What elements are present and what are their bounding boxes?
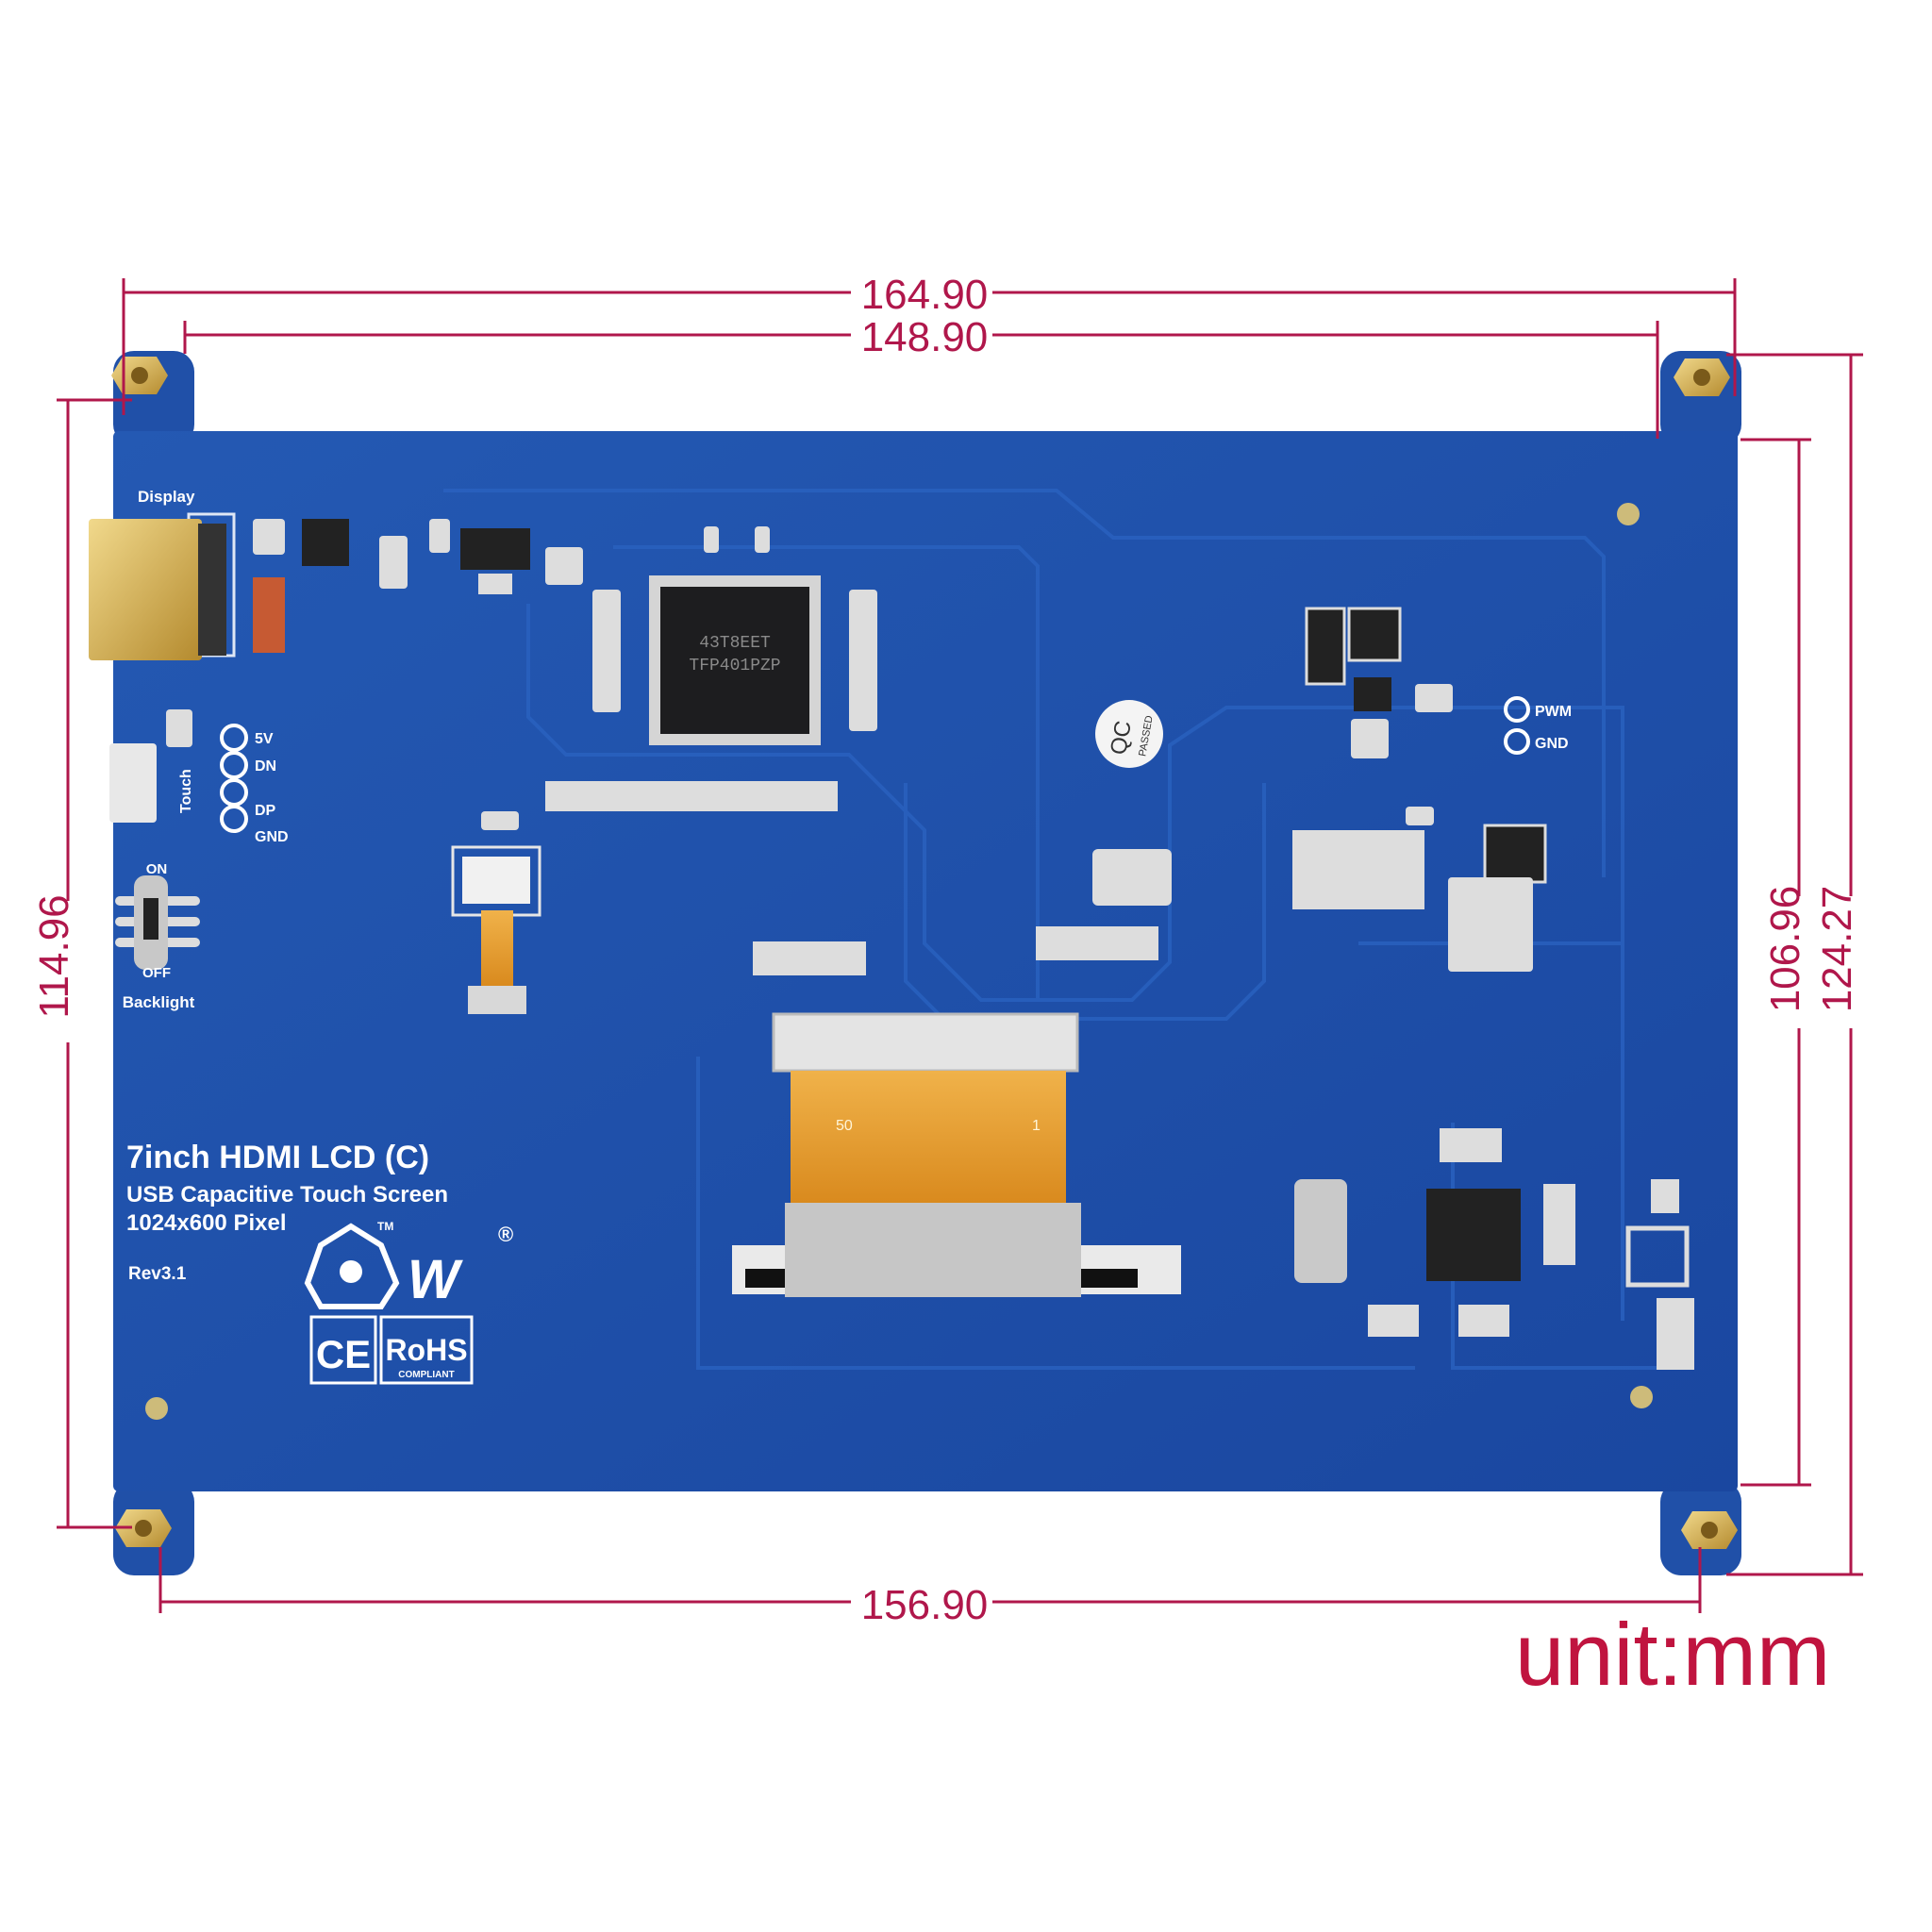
qc-text: QC (1106, 719, 1137, 757)
revision-label: Rev3.1 (128, 1264, 187, 1284)
standoffs (111, 357, 1738, 1549)
mounting-hole (1617, 503, 1640, 525)
unit-label: unit:mm (1515, 1605, 1830, 1704)
standoff-bottom-right (1681, 1511, 1738, 1549)
pin-label-gnd: GND (255, 829, 289, 845)
touch-fpc-connector (451, 845, 541, 1014)
registered-symbol: ® (498, 1223, 513, 1246)
pin-label-dp: DP (255, 803, 276, 819)
switch-off-label: OFF (142, 965, 171, 981)
smd-components (166, 519, 1694, 1370)
hdmi-connector (89, 512, 236, 660)
fpc-pin-50-label: 50 (836, 1118, 853, 1134)
dim-outer-width: 164.90 (861, 272, 989, 318)
lcd-fpc-cable: 50 1 (732, 1012, 1181, 1297)
dim-hole-width-bottom: 156.90 (861, 1582, 989, 1628)
touch-label: Touch (178, 769, 194, 813)
wp-logo-mark: W (408, 1249, 463, 1310)
standoff-top-right (1674, 358, 1730, 396)
chip-marking-line1: 43T8EET (699, 634, 771, 653)
rohs-compliant: COMPLIANT (398, 1370, 454, 1380)
switch-on-label: ON (146, 861, 168, 877)
waveshare-logo: TM W ® (304, 1220, 513, 1310)
tfp401-chip: 43T8EET TFP401PZP (649, 575, 821, 745)
standoff-top-left (111, 357, 168, 394)
touch-header-pins: 5V DN DP GND (220, 724, 289, 845)
chip-marking-line2: TFP401PZP (689, 657, 780, 675)
dim-hole-width-top: 148.90 (861, 314, 989, 360)
backlight-label: Backlight (123, 993, 195, 1011)
pwm-gnd-header: PWM GND (1504, 696, 1572, 755)
product-title: 7inch HDMI LCD (C) (126, 1140, 429, 1175)
dimension-label-backgrounds (47, 269, 1872, 1621)
micro-usb-connector (109, 743, 157, 823)
trademark-symbol: TM (377, 1220, 393, 1233)
mounting-hole (1630, 1386, 1653, 1408)
mounting-hole (145, 1397, 168, 1420)
qc-passed-sticker: QC PASSED (1095, 700, 1163, 768)
display-label: Display (138, 488, 195, 506)
dim-board-height-left: 114.96 (31, 894, 77, 1018)
pin-label-dn: DN (255, 758, 276, 774)
dim-outer-height: 124.27 (1814, 886, 1860, 1013)
product-subtitle: USB Capacitive Touch Screen (126, 1182, 448, 1208)
pwm-label: PWM (1535, 704, 1572, 720)
standoff-bottom-left (115, 1509, 172, 1547)
backlight-switch: ON OFF Backlight (115, 861, 200, 1011)
dim-pcb-height: 106.96 (1762, 886, 1808, 1013)
rohs-mark: RoHS (385, 1333, 467, 1367)
product-resolution: 1024x600 Pixel (126, 1210, 287, 1236)
ce-mark: CE (316, 1332, 371, 1376)
certification-marks: CE RoHS COMPLIANT (309, 1315, 474, 1385)
pin-label-5v: 5V (255, 731, 274, 747)
fpc-pin-1-label: 1 (1032, 1118, 1041, 1134)
gnd-label: GND (1535, 736, 1569, 752)
